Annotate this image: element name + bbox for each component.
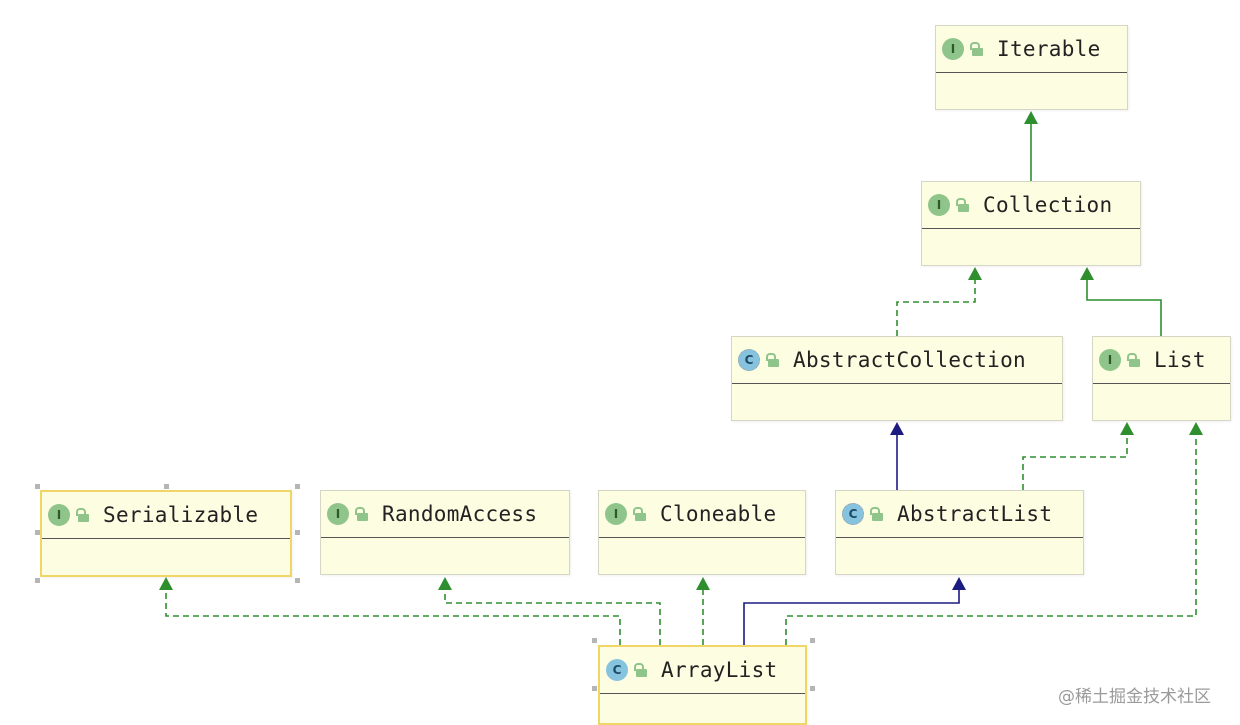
node-label: Iterable — [997, 37, 1101, 61]
lock-icon — [869, 506, 883, 522]
interface-icon: I — [928, 194, 950, 216]
interface-icon: I — [327, 503, 349, 525]
selection-handle[interactable] — [35, 484, 40, 489]
node-list[interactable]: I List — [1092, 336, 1231, 421]
abstract-class-icon: C — [842, 503, 864, 525]
edge-arraylist-randomaccess — [438, 577, 661, 645]
lock-icon — [354, 506, 368, 522]
watermark: @稀土掘金技术社区 — [1058, 687, 1211, 707]
selection-handle[interactable] — [810, 638, 815, 643]
edge-arraylist-cloneable — [696, 577, 710, 645]
node-label: RandomAccess — [382, 502, 538, 526]
selection-handle[interactable] — [35, 578, 40, 583]
edge-arraylist-abstractlist — [743, 577, 966, 645]
lock-icon — [969, 41, 983, 57]
lock-icon — [1126, 352, 1140, 368]
node-iterable[interactable]: I Iterable — [935, 25, 1128, 110]
edge-arraylist-list — [785, 422, 1203, 645]
selection-handle[interactable] — [592, 638, 597, 643]
node-label: ArrayList — [661, 658, 778, 682]
node-label: List — [1154, 348, 1206, 372]
node-label: Serializable — [103, 503, 259, 527]
selection-handle[interactable] — [295, 578, 300, 583]
node-label: AbstractList — [897, 502, 1053, 526]
lock-icon — [765, 352, 779, 368]
node-random-access[interactable]: I RandomAccess — [320, 490, 570, 575]
edge-list-collection — [1080, 267, 1162, 336]
interface-icon: I — [942, 38, 964, 60]
interface-icon: I — [1099, 349, 1121, 371]
edge-arraylist-serializable — [159, 577, 621, 645]
selection-handle[interactable] — [295, 530, 300, 535]
lock-icon — [633, 662, 647, 678]
node-serializable[interactable]: I Serializable — [40, 490, 292, 577]
abstract-class-icon: C — [738, 349, 760, 371]
lock-icon — [632, 506, 646, 522]
edge-abstractlist-abstractcollection — [890, 422, 904, 490]
node-label: Cloneable — [660, 502, 777, 526]
lock-icon — [955, 197, 969, 213]
selection-handle[interactable] — [295, 484, 300, 489]
interface-icon: I — [48, 504, 70, 526]
node-collection[interactable]: I Collection — [921, 181, 1141, 266]
interface-icon: I — [605, 503, 627, 525]
class-icon: C — [606, 659, 628, 681]
node-abstract-collection[interactable]: C AbstractCollection — [731, 336, 1063, 421]
selection-handle[interactable] — [592, 686, 597, 691]
selection-handle[interactable] — [35, 530, 40, 535]
lock-icon — [75, 507, 89, 523]
node-label: Collection — [983, 193, 1113, 217]
node-cloneable[interactable]: I Cloneable — [598, 490, 806, 575]
edge-collection-iterable — [1024, 111, 1038, 181]
node-array-list[interactable]: C ArrayList — [598, 645, 807, 725]
selection-handle[interactable] — [810, 686, 815, 691]
edge-abstractlist-list — [1022, 422, 1134, 490]
edge-abstractcollection-collection — [896, 267, 982, 336]
node-label: AbstractCollection — [793, 348, 1026, 372]
selection-handle[interactable] — [164, 484, 169, 489]
node-abstract-list[interactable]: C AbstractList — [835, 490, 1084, 575]
